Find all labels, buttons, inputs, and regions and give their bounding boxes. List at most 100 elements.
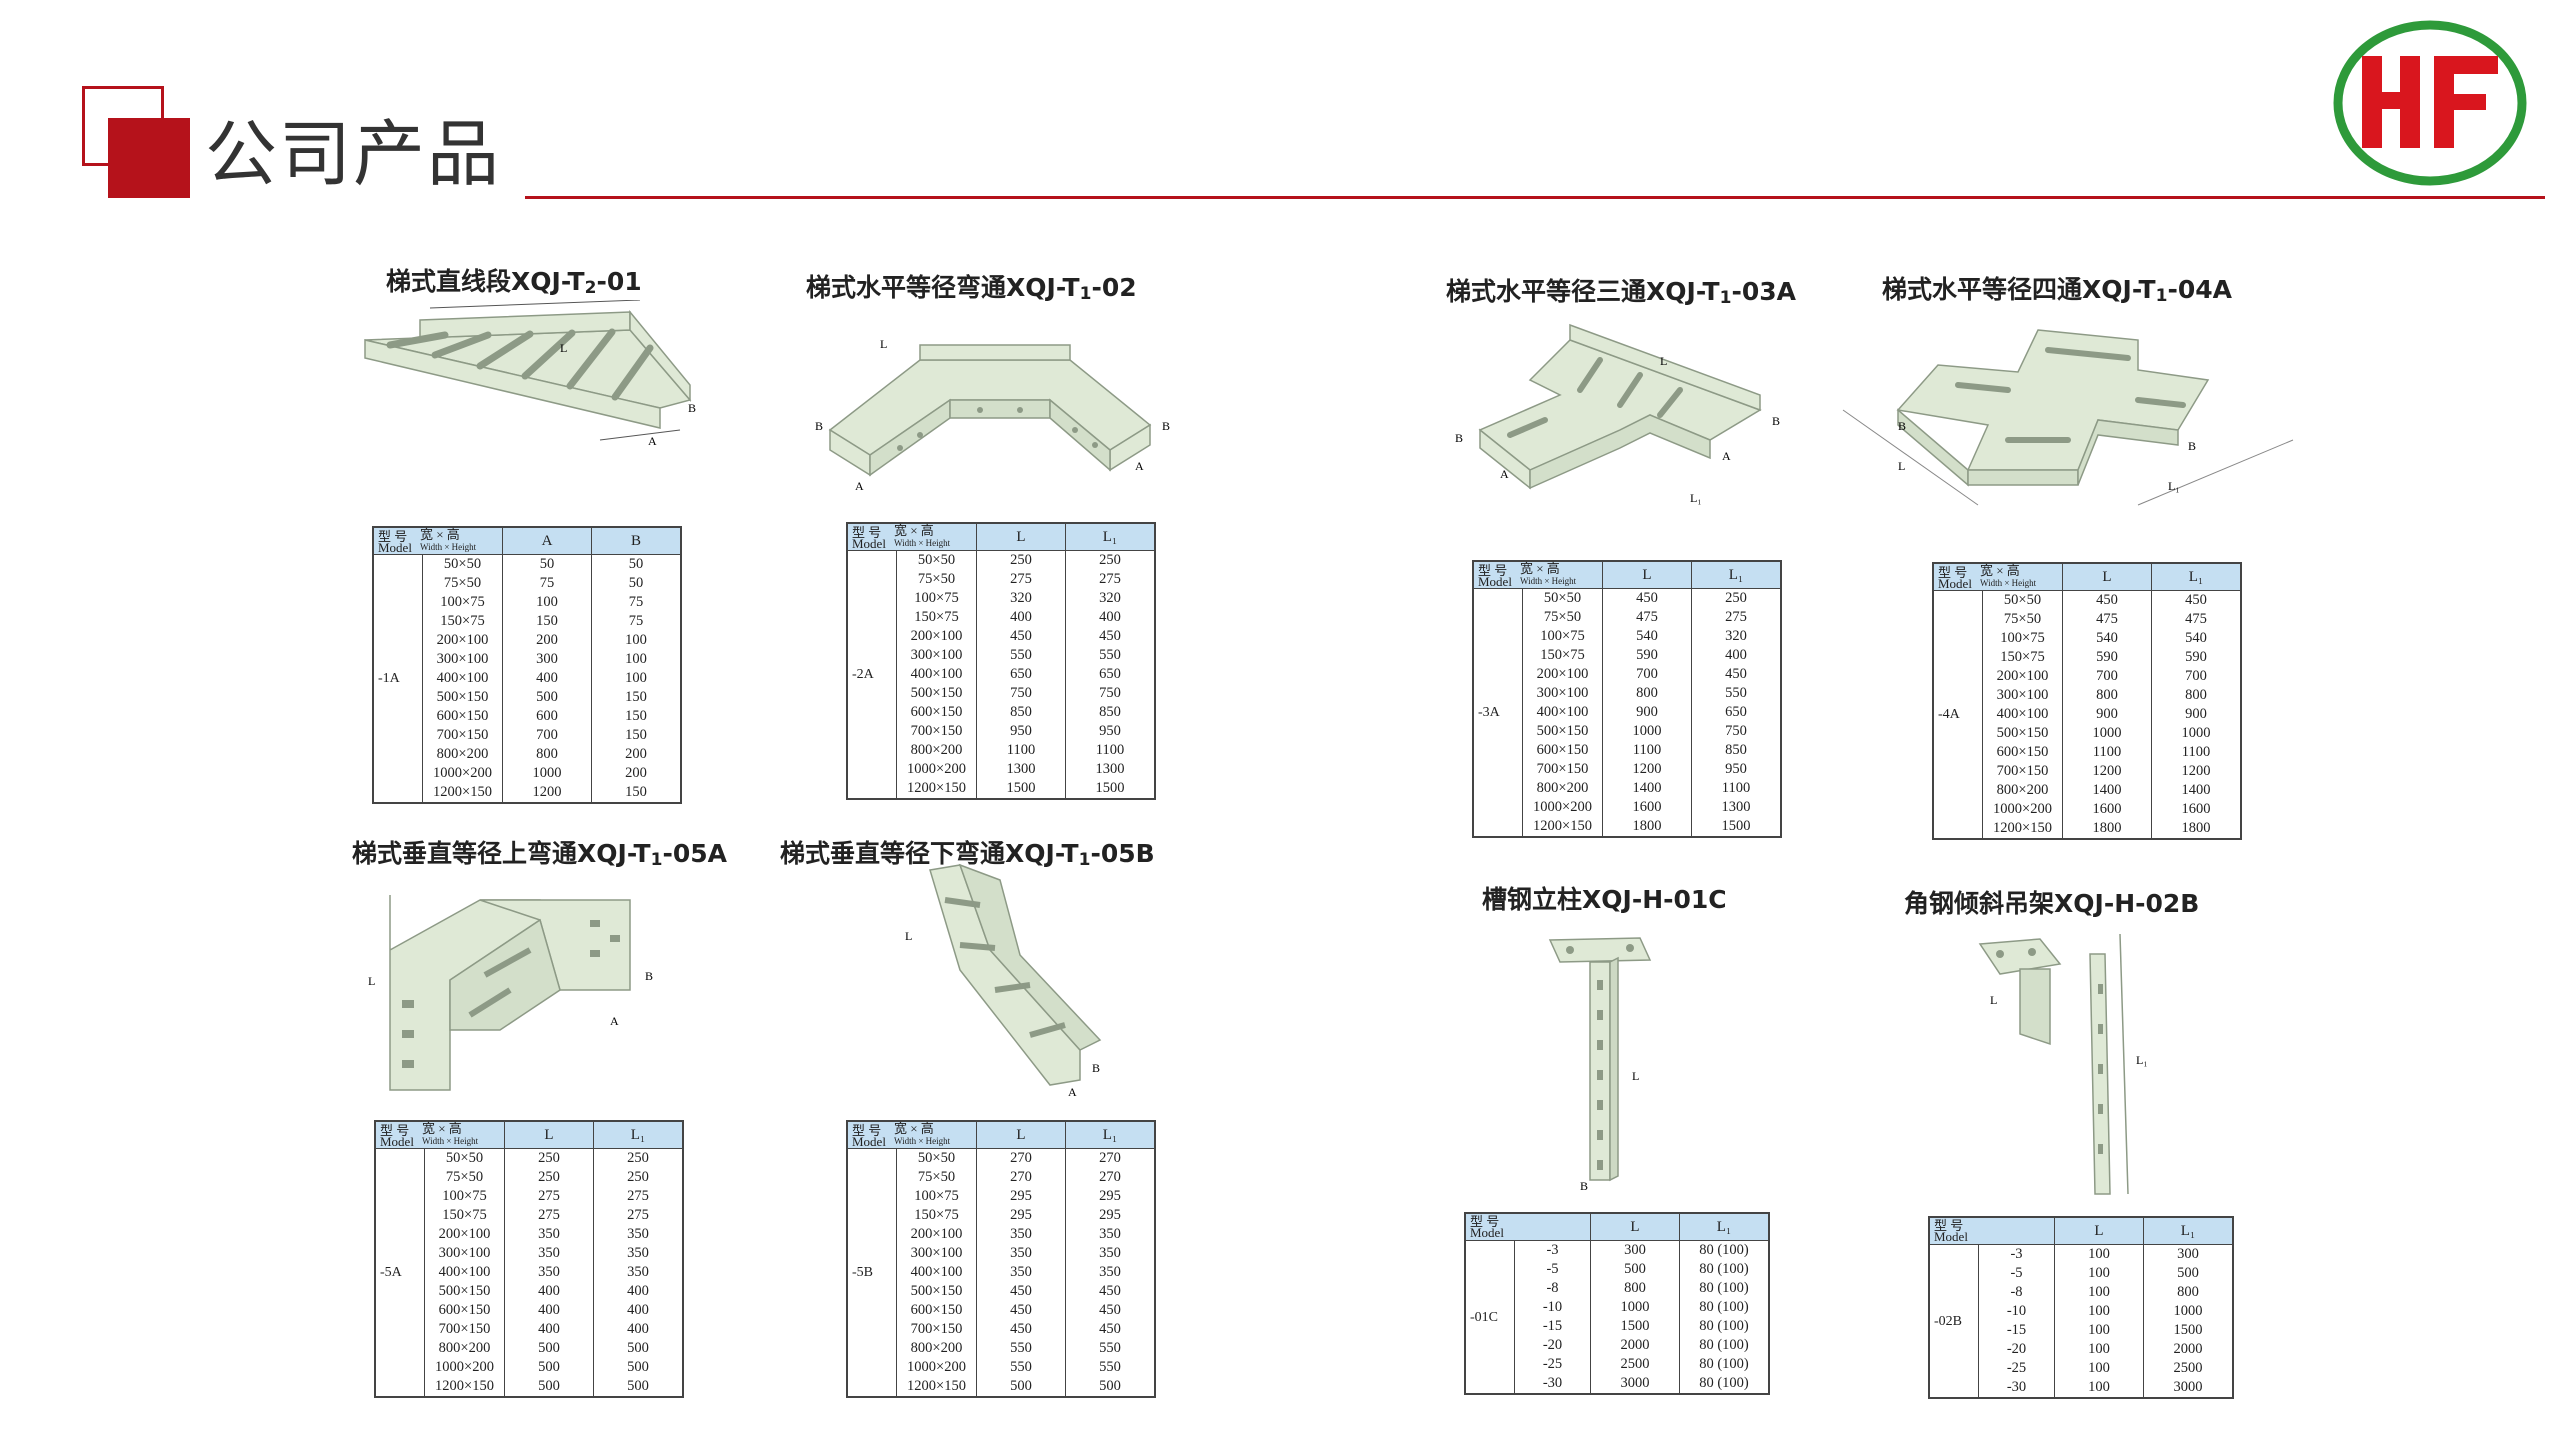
- table-cell: 1100: [1602, 741, 1692, 760]
- table-cell: 100×75: [424, 1187, 505, 1206]
- table-cell: 150×75: [1982, 648, 2063, 667]
- table-cell: 850: [976, 703, 1066, 722]
- table-cell: 500×150: [896, 684, 977, 703]
- table-cell: 400×100: [424, 1263, 505, 1282]
- table-cell: 1600: [1602, 798, 1692, 817]
- svg-text:B: B: [1092, 1061, 1100, 1075]
- model-code: -02B: [1928, 1244, 1979, 1398]
- table-cell: 750: [1065, 684, 1155, 703]
- table-cell: 100×75: [896, 1187, 977, 1206]
- table-cell: 400: [504, 1320, 594, 1339]
- table-cell: 650: [976, 665, 1066, 684]
- svg-text:B: B: [1580, 1179, 1588, 1190]
- table-cell: 100: [591, 631, 681, 650]
- figure-horizontal-elbow: L B B A A: [810, 330, 1180, 500]
- column-header: L: [976, 522, 1066, 551]
- table-cell: 700: [502, 726, 592, 745]
- svg-text:L: L: [560, 341, 567, 355]
- table-cell: 1000: [502, 764, 592, 783]
- table-cell: 75: [502, 574, 592, 593]
- table-cell: 1200×150: [1522, 817, 1603, 837]
- table-cell: 600: [502, 707, 592, 726]
- table-cell: 475: [2151, 610, 2241, 629]
- table-cell: 750: [1691, 722, 1781, 741]
- table-cell: 150: [502, 612, 592, 631]
- table-cell: 250: [1065, 550, 1155, 570]
- table-cell: 800: [502, 745, 592, 764]
- model-code: -1A: [372, 554, 423, 803]
- table-cell: 75×50: [1522, 608, 1603, 627]
- table-cell: 400: [504, 1282, 594, 1301]
- table-cell: 450: [976, 1320, 1066, 1339]
- table-cell: 50×50: [896, 550, 977, 570]
- table-cell: 75×50: [424, 1168, 505, 1187]
- figure-horizontal-cross: B B L L₁: [1838, 310, 2298, 510]
- table-cell: 300×100: [1522, 684, 1603, 703]
- table-cell: 250: [504, 1168, 594, 1187]
- table-cell: 450: [1602, 588, 1692, 608]
- table-cell: 650: [1691, 703, 1781, 722]
- table-cell: 1000: [2151, 724, 2241, 743]
- product-title-6: 梯式垂直等径下弯通XQJ-T1-05B: [780, 839, 1155, 870]
- table-cell: 270: [1065, 1168, 1155, 1187]
- column-header: L: [976, 1120, 1066, 1149]
- table-cell: 800: [2143, 1283, 2233, 1302]
- svg-text:A: A: [648, 434, 657, 448]
- table-cell: 1300: [976, 760, 1066, 779]
- table-cell: 1200×150: [896, 1377, 977, 1397]
- table-cell: 450: [1065, 1282, 1155, 1301]
- table-cell: 950: [1065, 722, 1155, 741]
- table-cell: 350: [1065, 1263, 1155, 1282]
- table-cell: 50×50: [422, 554, 503, 574]
- table-cell: 1000×200: [896, 760, 977, 779]
- table-cell: 800: [1602, 684, 1692, 703]
- table-cell: 1000×200: [424, 1358, 505, 1377]
- product-title-4: 梯式水平等径四通XQJ-T1-04A: [1882, 275, 2232, 306]
- column-header: L₁: [1679, 1212, 1770, 1241]
- svg-text:L₁: L₁: [1690, 491, 1702, 505]
- table-cell: 400: [1065, 608, 1155, 627]
- table-cell: 320: [1065, 589, 1155, 608]
- table-cell: 275: [504, 1206, 594, 1225]
- table-cell: -3: [1978, 1244, 2055, 1264]
- table-cell: 1300: [1065, 760, 1155, 779]
- table-cell: 800×200: [422, 745, 503, 764]
- table-cell: 700×150: [1982, 762, 2063, 781]
- model-code: -3A: [1472, 588, 1523, 837]
- table-cell: 400×100: [1982, 705, 2063, 724]
- table-cell: 700×150: [896, 1320, 977, 1339]
- svg-text:A: A: [1722, 449, 1731, 463]
- table-cell: 1200×150: [424, 1377, 505, 1397]
- table-cell: 275: [593, 1187, 683, 1206]
- table-cell: -30: [1978, 1378, 2055, 1398]
